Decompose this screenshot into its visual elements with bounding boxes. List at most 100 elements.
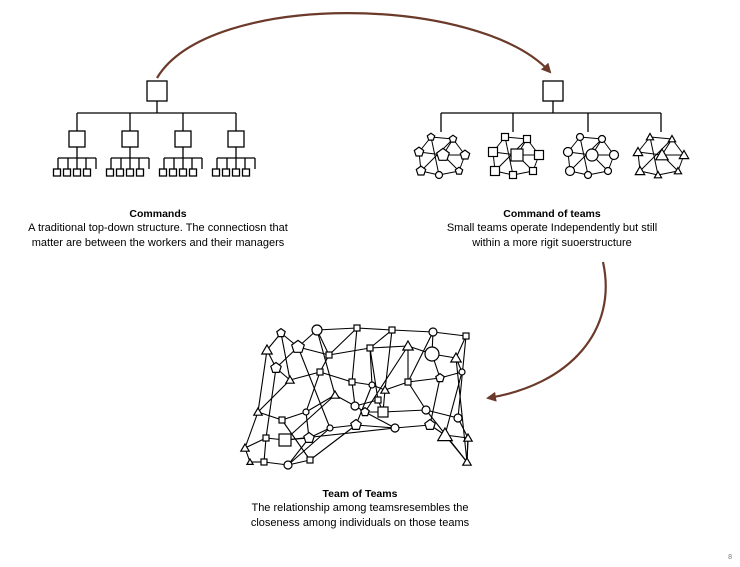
commands-hierarchy xyxy=(52,80,256,177)
team-of-teams-network xyxy=(239,324,474,470)
triangle-node xyxy=(449,351,463,363)
triangle-node xyxy=(284,374,296,384)
network-link xyxy=(429,377,441,426)
arrow-commands-to-command-of-teams xyxy=(156,12,552,79)
network-link xyxy=(407,381,427,411)
circle-node xyxy=(608,149,620,161)
square-node xyxy=(388,326,396,334)
square-node xyxy=(508,170,518,180)
square-node xyxy=(510,148,524,162)
square-node xyxy=(500,132,510,142)
triangle-node xyxy=(667,134,677,143)
commands-description: A traditional top-down structure. The co… xyxy=(28,222,288,249)
circle-node xyxy=(458,368,466,376)
square-node xyxy=(366,344,374,352)
worker-node xyxy=(168,168,178,177)
network-link xyxy=(309,424,357,461)
network-link xyxy=(319,371,353,383)
circle-node xyxy=(311,324,323,336)
network-link xyxy=(369,329,393,349)
worker-node xyxy=(115,168,125,177)
worker-node xyxy=(221,168,231,177)
command-of-teams-top-node xyxy=(542,80,564,102)
team-link xyxy=(579,136,589,176)
network-link xyxy=(369,345,409,349)
network-link xyxy=(265,367,277,439)
square-node xyxy=(377,406,389,418)
network-link xyxy=(364,345,409,413)
network-link xyxy=(257,349,268,413)
pentagon-node xyxy=(459,149,471,160)
triangle-node xyxy=(260,343,274,355)
network-link xyxy=(280,332,291,381)
team-link xyxy=(504,136,514,176)
square-node xyxy=(462,332,470,340)
network-link xyxy=(369,347,373,386)
triangle-node xyxy=(245,457,255,465)
worker-node xyxy=(135,168,145,177)
command-of-teams-caption: Command of teams Small teams operate Ind… xyxy=(402,208,702,251)
circle-node xyxy=(434,170,444,180)
square-node xyxy=(278,416,286,424)
circle-node xyxy=(562,146,574,158)
pentagon-node xyxy=(435,372,445,383)
pentagon-node xyxy=(350,418,362,430)
command-of-teams-title: Command of teams xyxy=(503,208,601,220)
worker-node xyxy=(188,168,198,177)
worker-node xyxy=(62,168,72,177)
commands-title: Commands xyxy=(129,208,187,220)
team-of-teams-caption: Team of Teams The relationship among tea… xyxy=(200,488,520,531)
triangle-node xyxy=(401,339,415,351)
network-link xyxy=(356,327,393,331)
team-cluster xyxy=(632,132,690,179)
triangle-node xyxy=(436,426,454,442)
network-link xyxy=(369,347,379,401)
circle-node xyxy=(453,413,463,423)
network-link xyxy=(457,335,467,419)
circle-node xyxy=(564,165,576,177)
network-link xyxy=(384,329,393,391)
worker-node xyxy=(231,168,241,177)
pentagon-node xyxy=(448,134,458,143)
manager-node xyxy=(121,130,139,148)
circle-node xyxy=(390,423,400,433)
square-node xyxy=(528,166,538,176)
pentagon-node xyxy=(413,146,425,157)
network-link xyxy=(355,424,396,429)
circle-node xyxy=(326,424,334,432)
network-link xyxy=(263,437,267,463)
circle-node xyxy=(283,460,293,470)
pentagon-node xyxy=(303,431,315,443)
triangle-node xyxy=(379,384,391,394)
network-link xyxy=(316,329,336,396)
circle-node xyxy=(421,405,431,415)
network-link xyxy=(351,327,358,383)
team-link xyxy=(637,151,663,156)
commands-caption: Commands A traditional top-down structur… xyxy=(0,208,316,251)
network-link xyxy=(355,384,373,426)
team-cluster xyxy=(413,132,471,180)
circle-node xyxy=(428,327,438,337)
triangle-node xyxy=(654,147,670,161)
team-link xyxy=(649,136,673,140)
worker-node xyxy=(125,168,135,177)
network-link xyxy=(305,371,321,413)
worker-node xyxy=(178,168,188,177)
worker-node xyxy=(211,168,221,177)
network-link xyxy=(391,329,434,333)
team-link xyxy=(639,138,673,172)
manager-node xyxy=(68,130,86,148)
triangle-node xyxy=(632,146,644,157)
network-link xyxy=(328,347,371,356)
team-link xyxy=(657,170,679,176)
pentagon-node xyxy=(276,327,286,338)
network-link xyxy=(257,411,283,421)
command-of-teams-description: Small teams operate Independently but st… xyxy=(446,222,658,249)
network-link xyxy=(257,379,291,413)
triangle-node xyxy=(678,149,690,160)
circle-node xyxy=(302,408,310,416)
pentagon-node xyxy=(360,406,370,417)
square-node xyxy=(316,368,324,376)
square-node xyxy=(348,378,356,386)
